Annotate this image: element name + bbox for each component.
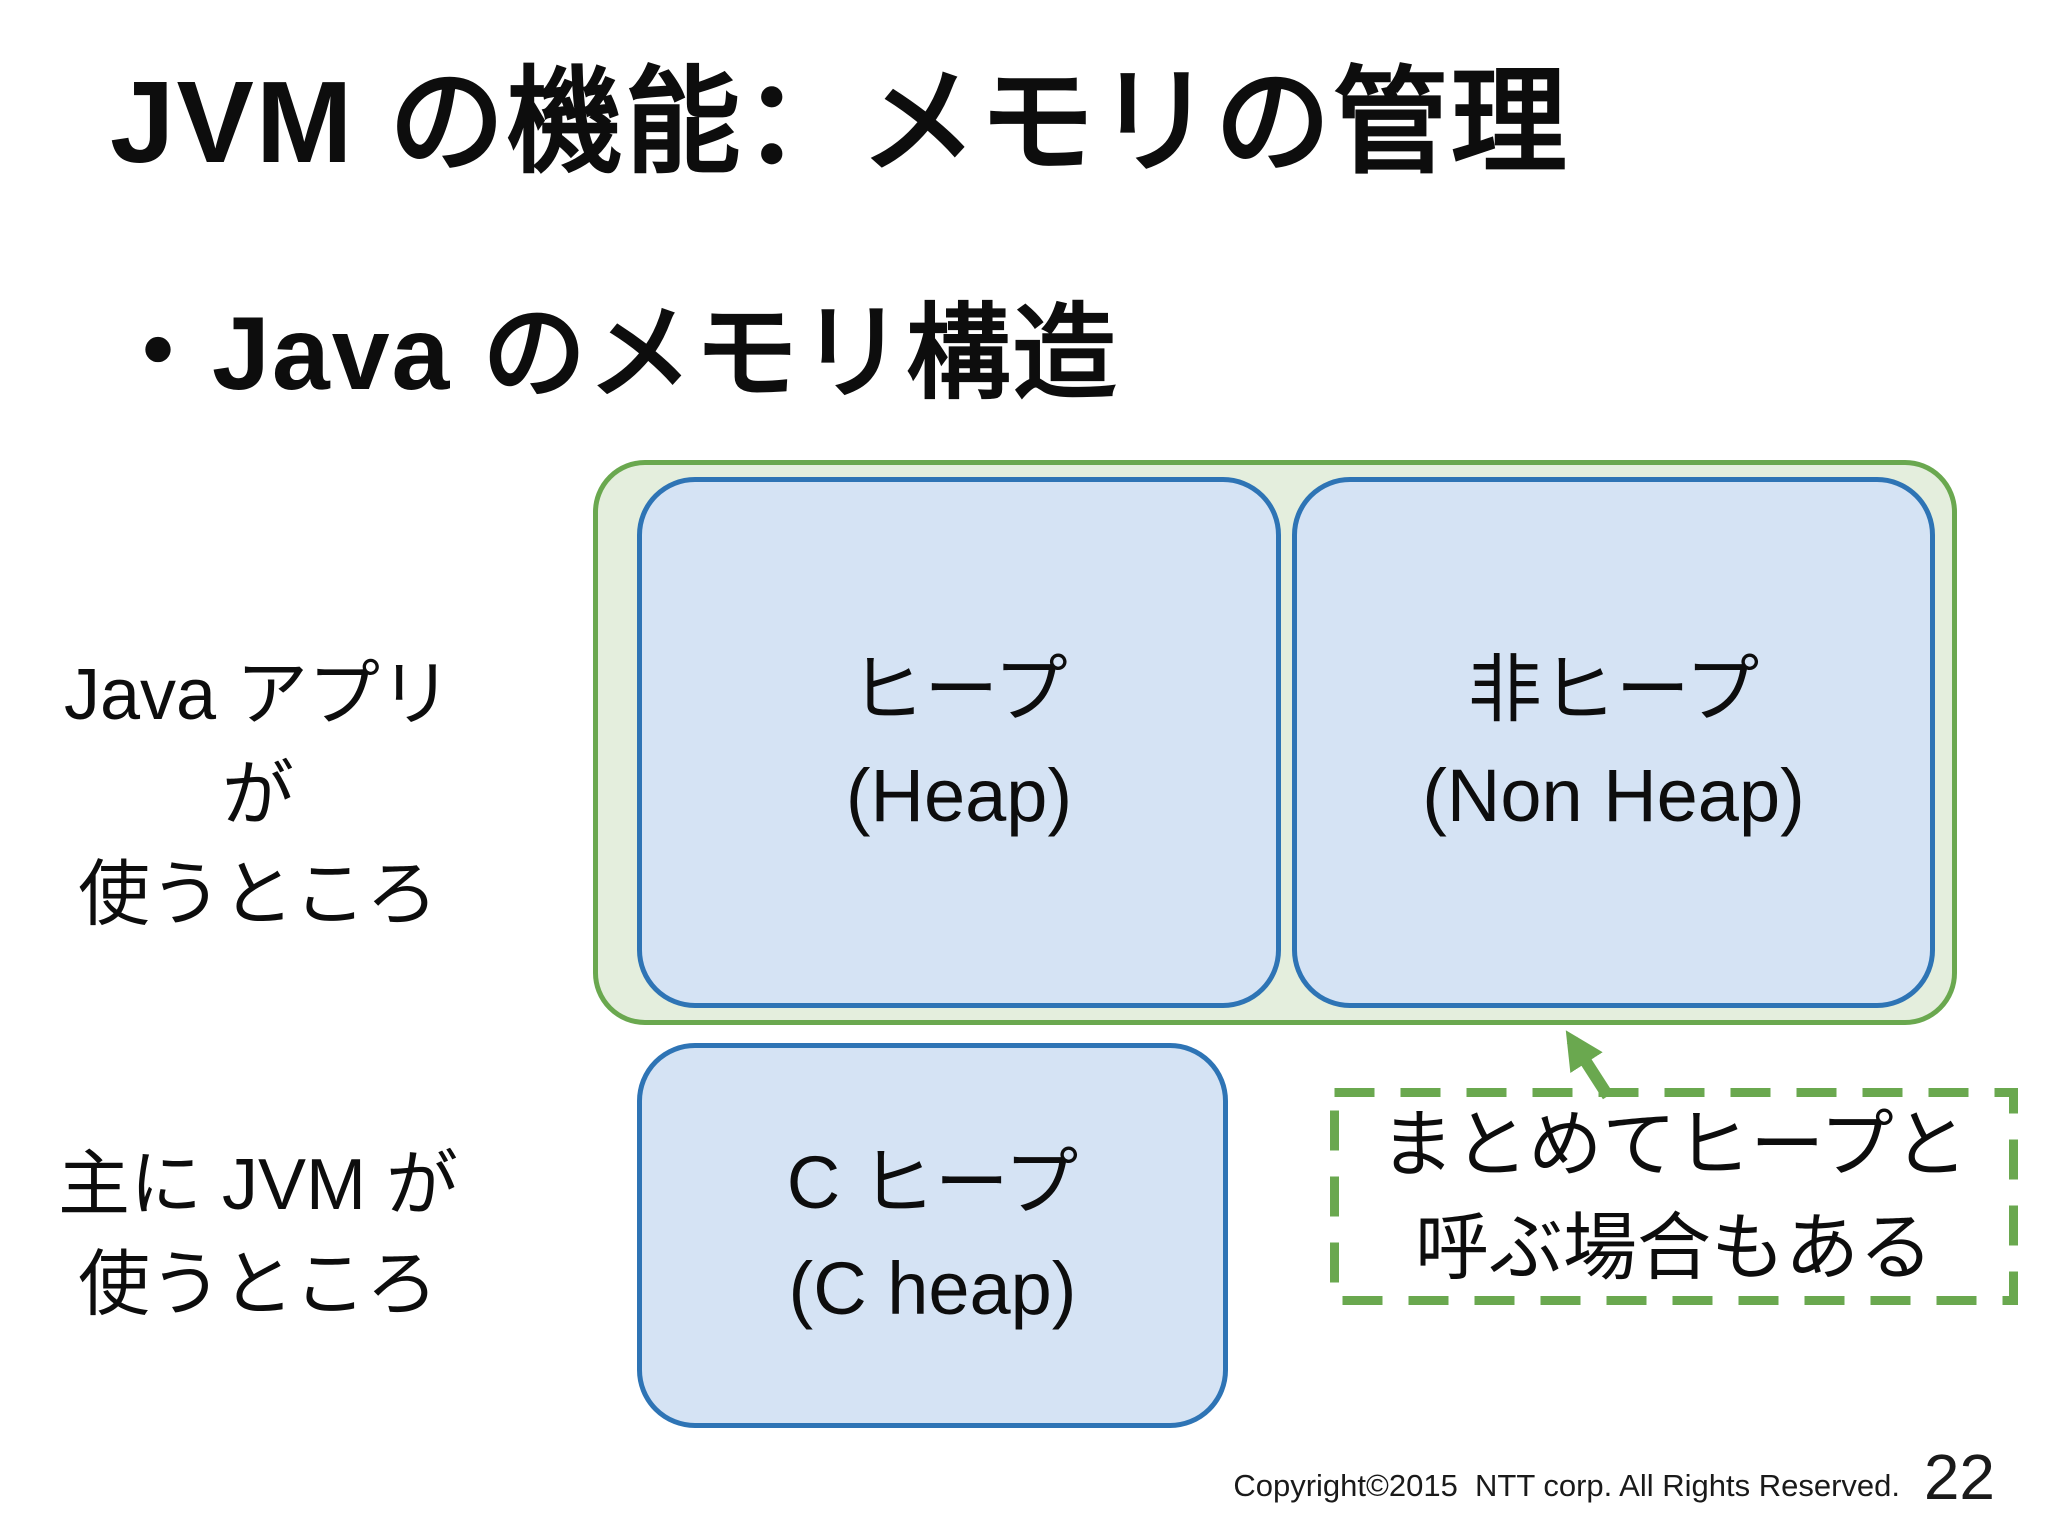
non-heap-box-title: 非ヒープ [1467, 648, 1760, 732]
slide-title: JVM の機能：メモリの管理 [110, 57, 1569, 187]
footer-copyright: Copyright©2015 NTT corp. All Rights Rese… [1233, 1468, 1900, 1503]
bullet-marker: ・ [106, 296, 213, 412]
bullet-heading: ・Java のメモリ構造 [106, 268, 1118, 419]
heap-box-title: ヒープ [850, 648, 1068, 732]
row-label-java-app-line2: 使うところ [77, 855, 438, 935]
c-heap-box: C ヒープ (C heap) [637, 1043, 1228, 1428]
callout-line2: 呼ぶ場合もある [1415, 1205, 1933, 1289]
row-label-java-app: Java アプリが 使うところ [36, 645, 480, 945]
non-heap-box: 非ヒープ (Non Heap) [1292, 477, 1935, 1008]
heading-text: Java のメモリ構造 [212, 296, 1119, 412]
row-label-jvm-line2: 使うところ [77, 1245, 438, 1325]
dashed-border-icon [1330, 1088, 2018, 1305]
row-label-jvm: 主に JVM が 使うところ [36, 1135, 480, 1335]
row-label-jvm-line1: 主に JVM が [57, 1145, 458, 1225]
c-heap-box-title: C ヒープ [786, 1141, 1079, 1225]
non-heap-box-subtitle: (Non Heap) [1422, 753, 1805, 837]
heap-box: ヒープ (Heap) [637, 477, 1281, 1008]
arrow-up-icon [1565, 1030, 1614, 1100]
page-number: 22 [1923, 1441, 1995, 1513]
row-label-java-app-line1: Java アプリが [63, 655, 453, 835]
callout-box: まとめてヒープと 呼ぶ場合もある [1330, 1088, 2018, 1305]
callout-text: まとめてヒープと 呼ぶ場合もある [1330, 1088, 2018, 1305]
heap-box-subtitle: (Heap) [845, 753, 1073, 837]
callout-line1: まとめてヒープと [1380, 1103, 1968, 1187]
c-heap-box-subtitle: (C heap) [788, 1246, 1077, 1330]
